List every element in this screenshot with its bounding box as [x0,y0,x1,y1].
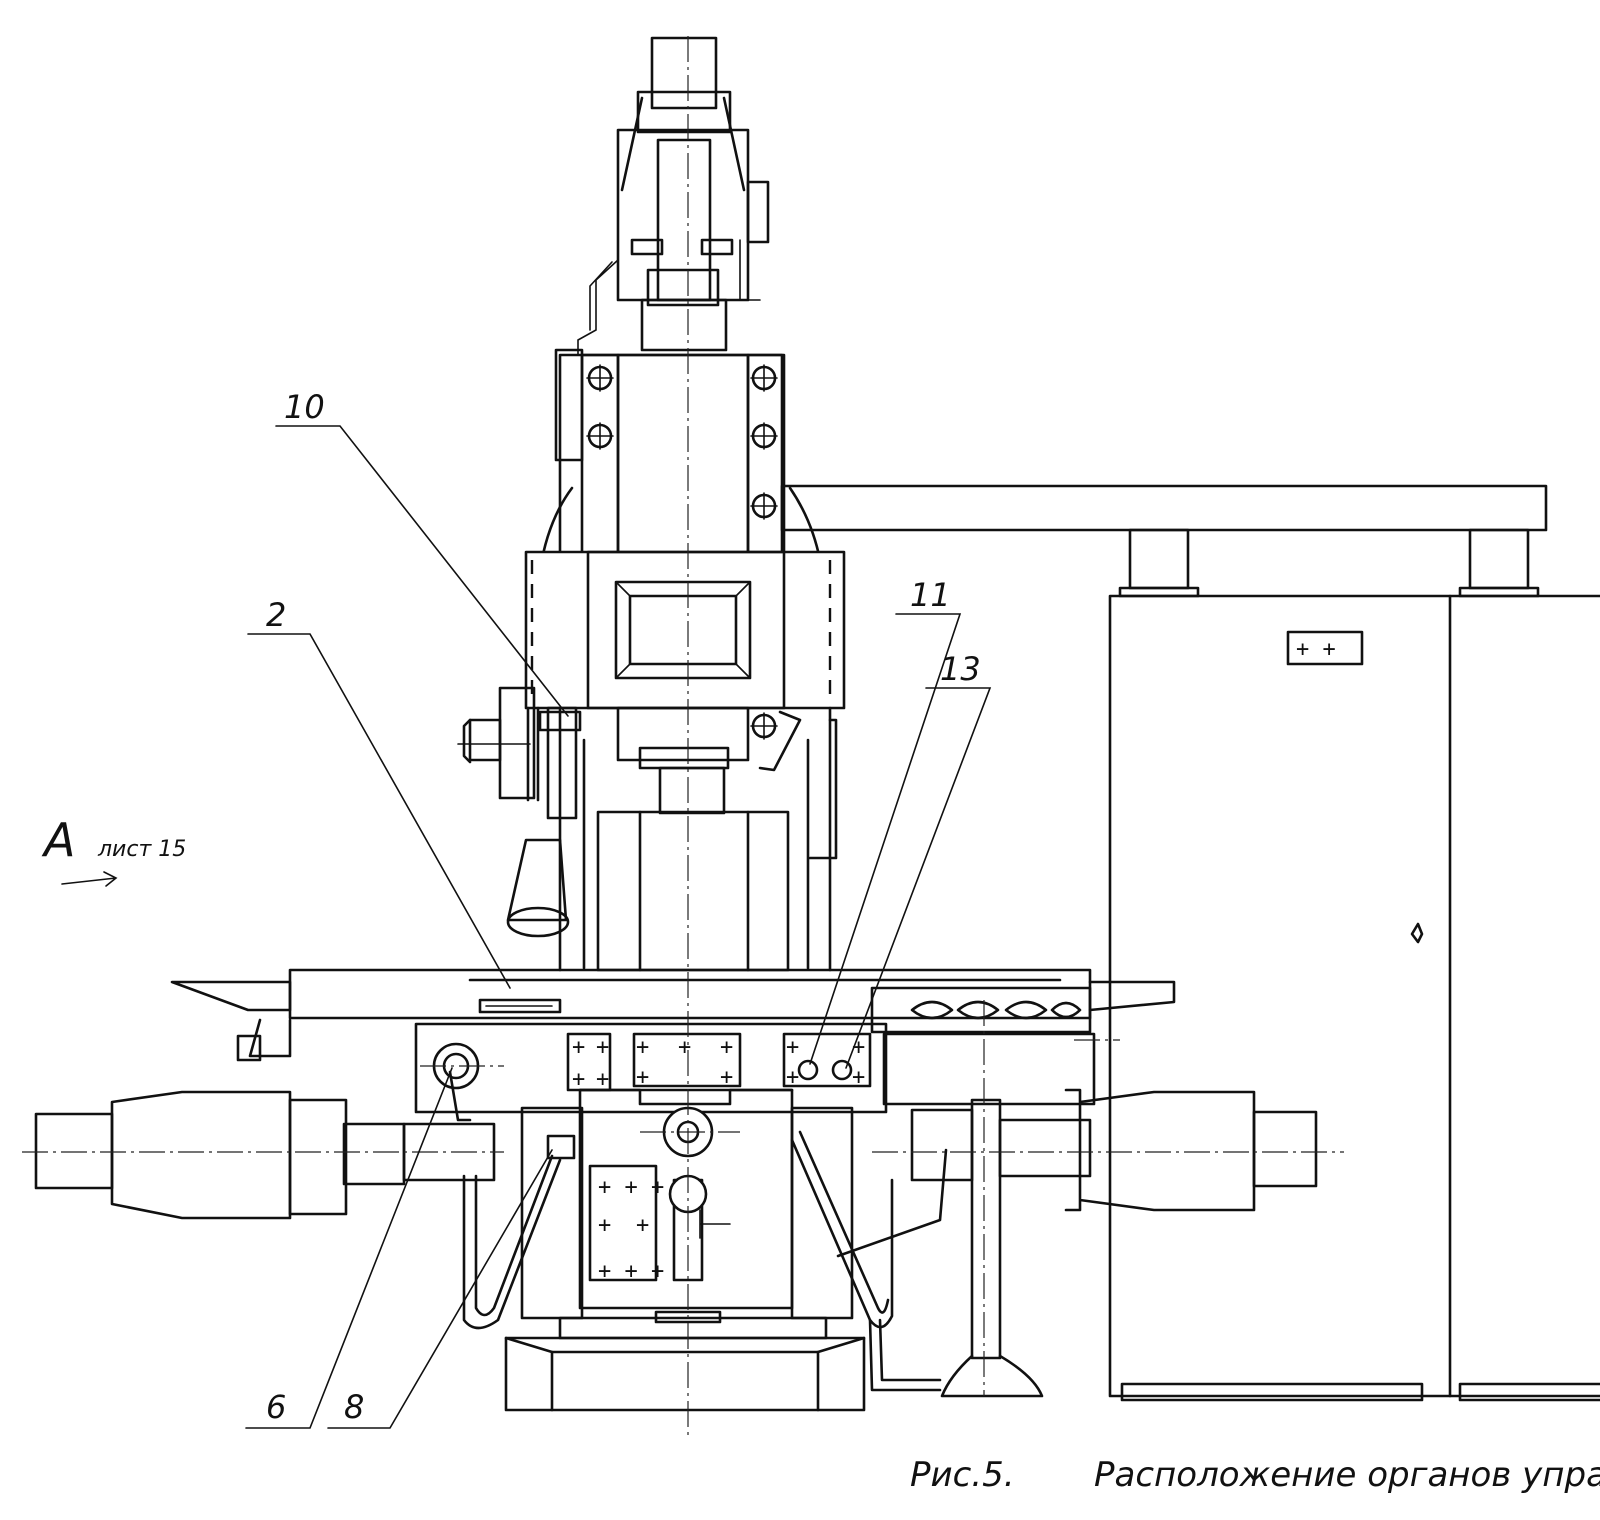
center-lines [22,36,1344,1440]
svg-text:+: + [786,1065,799,1090]
svg-text:+: + [720,1065,733,1090]
svg-text:+ + +: + + + [598,1259,664,1284]
figure-number: Рис.5. [910,1455,1015,1495]
callout-6: 6 [266,1388,286,1426]
callout-10: 10 [284,388,325,426]
knee [520,1088,854,1320]
column [538,706,832,972]
svg-text:+: + [786,1035,799,1060]
view-letter: A [41,813,75,867]
svg-text:+ +: + + [1296,637,1336,662]
leader-lines [245,425,992,1429]
svg-text:+: + [572,1035,585,1060]
callout-8: 8 [344,1388,364,1426]
svg-text:+: + [636,1213,649,1238]
head-clamp-block [524,550,846,710]
svg-text:+ + +: + + + [598,1175,664,1200]
svg-text:+: + [636,1035,649,1060]
fastener-marks: + + + + + + + + + + + + + + + + + + + + … [572,637,1336,1284]
svg-text:+: + [678,1035,691,1060]
callout-2: 2 [266,596,286,634]
svg-text:+: + [636,1065,649,1090]
head-housing [538,348,822,572]
electrical-cabinet [1108,594,1600,1402]
saddle [414,1022,888,1122]
view-arrow-icon [61,871,118,887]
coolant-pipes [462,1130,948,1392]
callout-13: 13 [940,650,981,688]
figure-title: Расположение органов управ [1094,1455,1600,1495]
svg-text:+: + [572,1067,585,1092]
svg-text:+: + [596,1067,609,1092]
work-table [170,968,1176,1062]
svg-text:+: + [596,1035,609,1060]
support-jack [940,1098,1044,1398]
svg-text:+: + [598,1213,611,1238]
base [504,1310,866,1412]
front-knob-panel [870,986,1096,1106]
sheet-reference: лист 15 [97,837,186,862]
view-marker: A лист 15 [41,813,186,887]
overarm [780,484,1548,598]
svg-text:+: + [720,1035,733,1060]
spindle-motor-top [577,36,770,356]
svg-text:+: + [852,1065,865,1090]
callout-11: 11 [910,576,951,614]
side-handwheel-and-lever [457,686,838,938]
